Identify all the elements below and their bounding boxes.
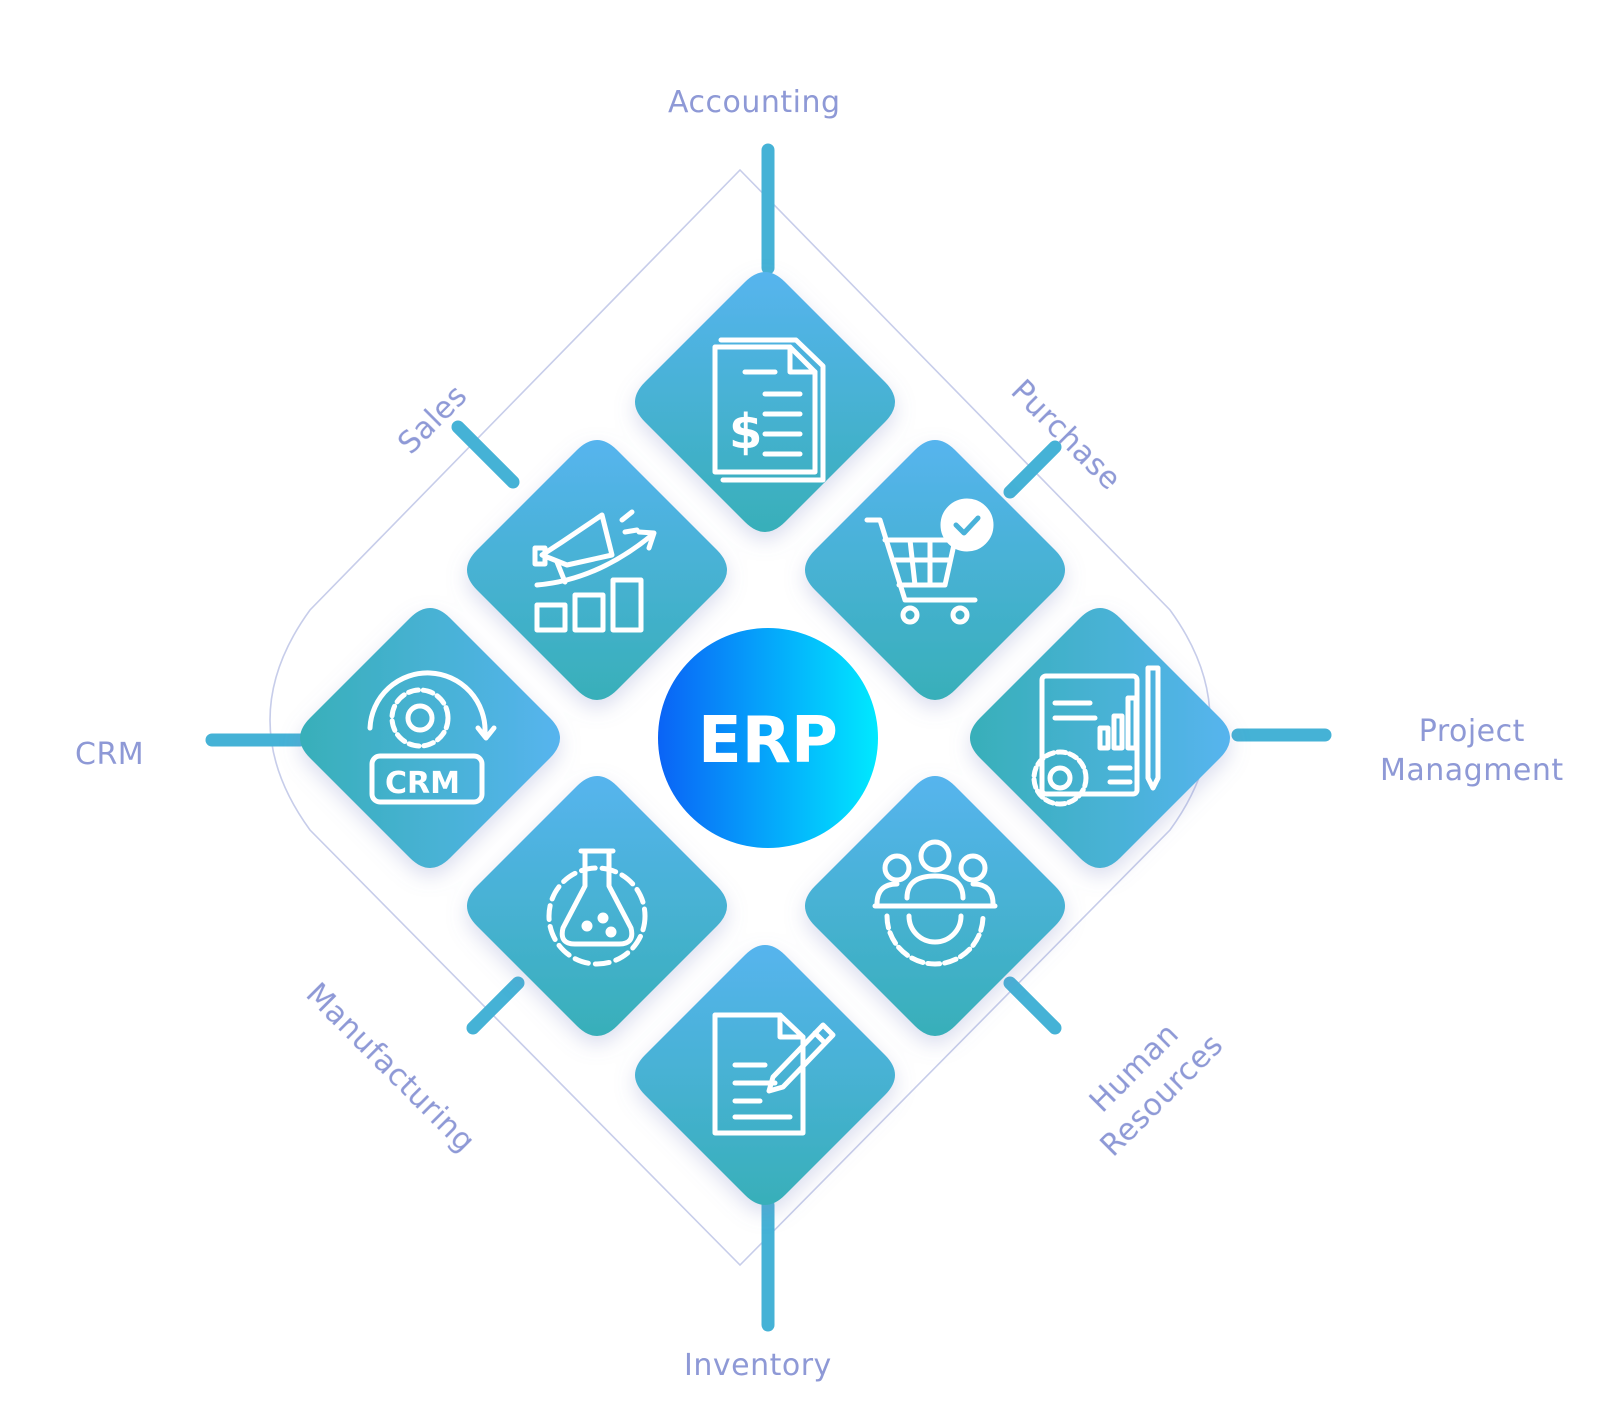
tile-sales[interactable] [467, 440, 727, 700]
tile-accounting[interactable]: $ [635, 272, 895, 532]
shopping-cart-check-icon [864, 498, 994, 625]
tile-purchase[interactable] [805, 440, 1065, 700]
megaphone-growth-chart-icon [532, 509, 657, 633]
label-inventory: Inventory [684, 1348, 832, 1383]
tile-crm[interactable]: CRM [300, 608, 560, 868]
tile-inventory[interactable] [635, 945, 895, 1205]
tile-project-management[interactable] [970, 608, 1230, 868]
project-plan-gear-icon [1031, 665, 1161, 807]
crm-gear-icon: CRM [367, 670, 497, 805]
document-edit-icon [712, 1012, 836, 1136]
connectors [205, 143, 1332, 1332]
connector-purchase [1003, 440, 1062, 499]
label-project-management-line2: Managment [1380, 753, 1564, 788]
flask-gear-icon [546, 848, 648, 967]
label-project-management: Project Managment [1380, 712, 1564, 790]
erp-center: ERP [658, 628, 878, 848]
label-project-management-line1: Project [1418, 714, 1525, 749]
tile-manufacturing[interactable] [467, 776, 727, 1036]
outer-diamond-outline [269, 168, 1211, 1267]
connector-sales [451, 420, 520, 489]
label-crm: CRM [75, 737, 145, 772]
svg-text:CRM: CRM [385, 766, 460, 801]
svg-text:$: $ [729, 404, 762, 460]
team-gear-icon [872, 839, 998, 967]
tile-human-resources[interactable] [805, 776, 1065, 1036]
invoice-dollar-icon: $ [712, 337, 826, 483]
erp-label: ERP [698, 704, 838, 778]
connector-hr [1003, 976, 1062, 1035]
connector-manufacturing [466, 976, 525, 1035]
label-accounting: Accounting [668, 85, 841, 120]
